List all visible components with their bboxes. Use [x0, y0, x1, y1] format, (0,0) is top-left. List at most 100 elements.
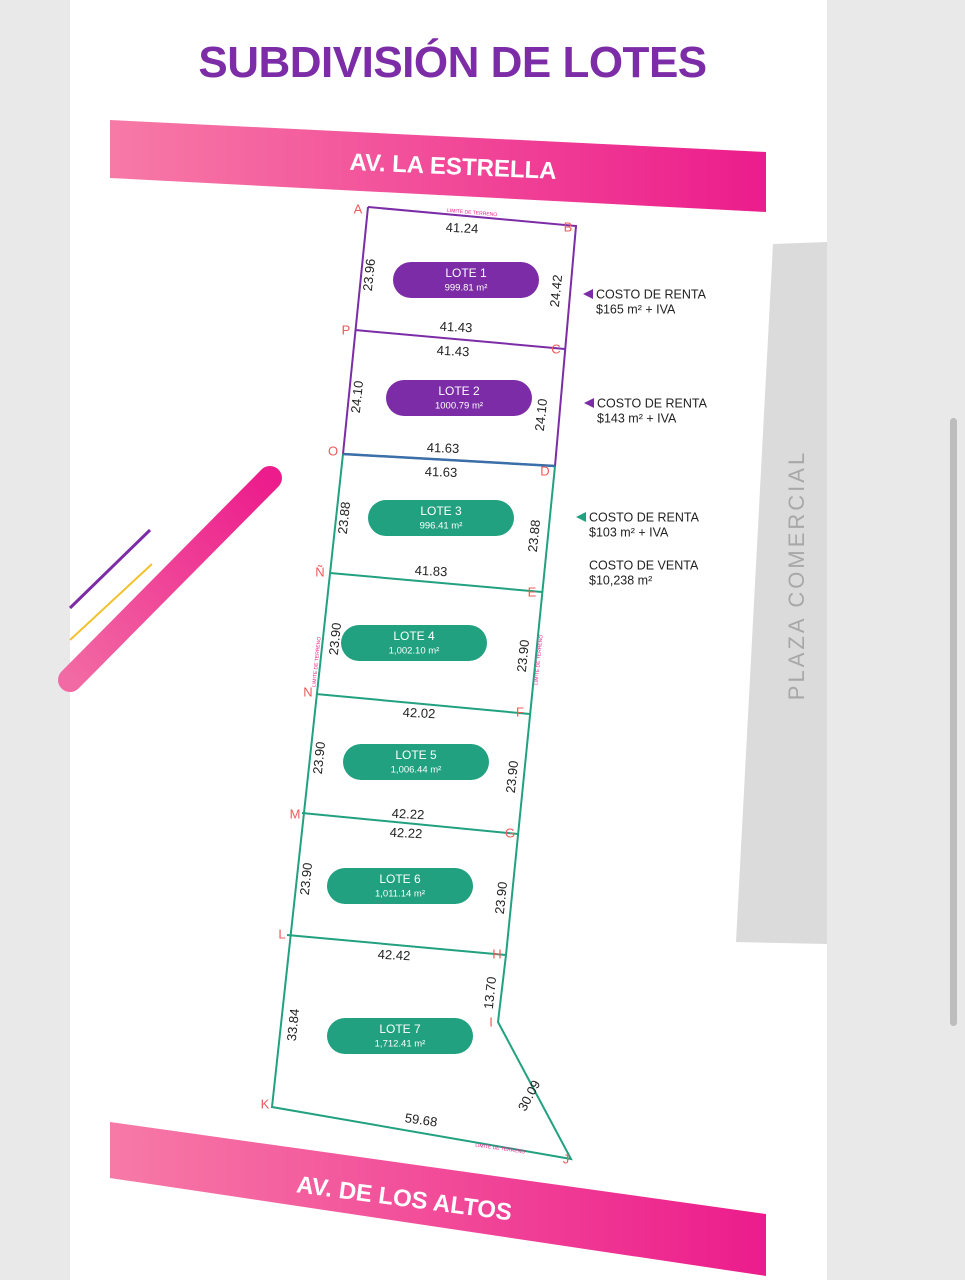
lot-pill-6[interactable]: LOTE 6 1,011.14 m² [327, 868, 473, 904]
dimension-label-ñn: 23.90 [326, 622, 344, 656]
divider-Ñ-E [329, 572, 543, 593]
divider-P-C [354, 329, 566, 350]
lot-outlines [270, 206, 578, 1161]
note-heading: COSTO DE RENTA [596, 287, 707, 301]
note-heading: COSTO DE VENTA [589, 558, 699, 572]
lot-pill-shape [393, 262, 539, 298]
vertex-label: J [563, 1151, 570, 1166]
dimension-label-pc_above: 41.43 [439, 319, 472, 336]
arrow-left-icon [584, 398, 594, 408]
dimension-label-bc: 24.42 [547, 274, 565, 308]
lot-pill-5[interactable]: LOTE 51,006.44 m² [343, 744, 489, 780]
note-value: $103 m² + IVA [589, 525, 669, 539]
note-value: $10,238 m² [589, 573, 652, 587]
dimension-label-ml: 23.90 [297, 862, 315, 896]
dimension-label-de: 23.88 [525, 519, 543, 553]
vertex-label: M [290, 806, 301, 821]
note-value: $143 m² + IVA [597, 411, 677, 425]
dimension-label-ef: 23.90 [514, 639, 532, 673]
plaza-comercial-block: PLAZA COMERCIAL [736, 242, 827, 944]
note-heading: COSTO DE RENTA [597, 396, 708, 410]
boundary-label-bottom: LIMITE DE TERRENO [475, 1143, 526, 1156]
vertex-label: O [328, 443, 338, 458]
lot-area: 996.41 m² [420, 521, 463, 532]
divider-O-D [342, 452, 556, 468]
lot-name: LOTE 7 [379, 1022, 421, 1036]
vertex-label: F [516, 704, 524, 719]
dimension-label-nm: 23.90 [310, 741, 328, 775]
vertex-label: D [540, 463, 549, 478]
lot-area: 1,712.41 m² [375, 1039, 426, 1050]
dimension-label-gh: 23.90 [492, 881, 510, 915]
note-value: $165 m² + IVA [596, 302, 676, 316]
plaza-comercial-label: PLAZA COMERCIAL [784, 450, 809, 700]
vertex-label: L [278, 926, 285, 941]
decorative-stripes [58, 466, 282, 692]
divider-N-F [315, 693, 531, 715]
dimension-label-nf: 42.02 [402, 705, 435, 722]
lot-area: 999.81 m² [445, 283, 488, 294]
vertex-label: Ñ [315, 564, 324, 579]
vertex-label: N [303, 684, 312, 699]
vertex-label: H [492, 946, 501, 961]
price-note-2: COSTO DE RENTA$143 m² + IVA [584, 396, 708, 425]
lot-pill-7[interactable]: LOTE 7 1,712.41 m² [327, 1018, 473, 1054]
lot-area: 1000.79 m² [435, 401, 483, 412]
scrollbar[interactable] [950, 418, 957, 1026]
lot-name: LOTE 3 [420, 504, 462, 518]
decorative-stripe-purple [68, 528, 152, 610]
boundary-label-left: LIMITE DE TERRENO [311, 637, 322, 688]
lot-pill-shape [341, 625, 487, 661]
dimension-label-od_below: 41.63 [425, 464, 458, 480]
decorative-stripe-yellow [69, 563, 153, 641]
page-title: SUBDIVISIÓN DE LOTES [198, 38, 707, 87]
vertex-label: A [354, 201, 363, 216]
dimension-label-ñe: 41.83 [414, 563, 447, 580]
dimension-label-od_above: 41.63 [427, 440, 460, 456]
outline-lots-3-7 [270, 453, 573, 1161]
lot-pill-shape [327, 868, 473, 904]
lot-area: 1,002.10 m² [389, 646, 440, 657]
lot-pill-2[interactable]: LOTE 2 1000.79 m² [386, 380, 532, 416]
note-heading: COSTO DE RENTA [589, 510, 700, 524]
dimension-label-mg_above: 42.22 [391, 806, 424, 823]
arrow-left-icon [583, 289, 593, 299]
vertex-label: C [551, 341, 560, 356]
dimension-label-ij: 30.09 [515, 1078, 544, 1114]
dimension-labels: 41.24 23.96 24.42 41.43 41.43 24.10 24.10 41.63… [284, 220, 565, 1130]
lot-pill-shape [386, 380, 532, 416]
dimension-label-ap: 23.96 [360, 258, 378, 292]
vertex-label: B [564, 219, 573, 234]
vertex-label: I [489, 1014, 493, 1029]
dimension-label-cd: 24.10 [532, 398, 550, 432]
dimension-label-hi: 13.70 [481, 976, 499, 1010]
boundary-labels: LIMITE DE TERRENO LIMITE DE TERRENO LIMI… [311, 208, 544, 1156]
lot-name: LOTE 4 [393, 629, 435, 643]
dimension-label-fg: 23.90 [503, 760, 521, 794]
lot-area: 1,011.14 m² [375, 889, 425, 900]
boundary-label-right: LIMITE DE TERRENO [533, 635, 544, 686]
lot-pill-4[interactable]: LOTE 4 1,002.10 m² [341, 625, 487, 661]
vertex-label: G [505, 825, 515, 840]
dimension-label-kj: 59.68 [404, 1110, 438, 1129]
lot-pill-3[interactable]: LOTE 3 996.41 m² [368, 500, 514, 536]
decorative-stripe-magenta [58, 466, 282, 692]
divider-M-G [301, 812, 519, 835]
dimension-label-oñ: 23.88 [335, 501, 353, 535]
dimension-label-ab: 41.24 [445, 220, 478, 237]
vertex-label: E [528, 584, 537, 599]
dimension-label-pc_below: 41.43 [436, 343, 469, 360]
lot-name: LOTE 2 [438, 384, 480, 398]
dimension-label-po: 24.10 [348, 380, 366, 414]
boundary-label-top: LIMITE DE TERRENO [447, 208, 498, 218]
dimension-label-lh: 42.42 [377, 947, 410, 964]
arrow-left-icon [576, 512, 586, 522]
dimension-label-lk: 33.84 [284, 1008, 302, 1042]
lot-name: LOTE 6 [379, 872, 421, 886]
lot-name: LOTE 5 [395, 748, 437, 762]
